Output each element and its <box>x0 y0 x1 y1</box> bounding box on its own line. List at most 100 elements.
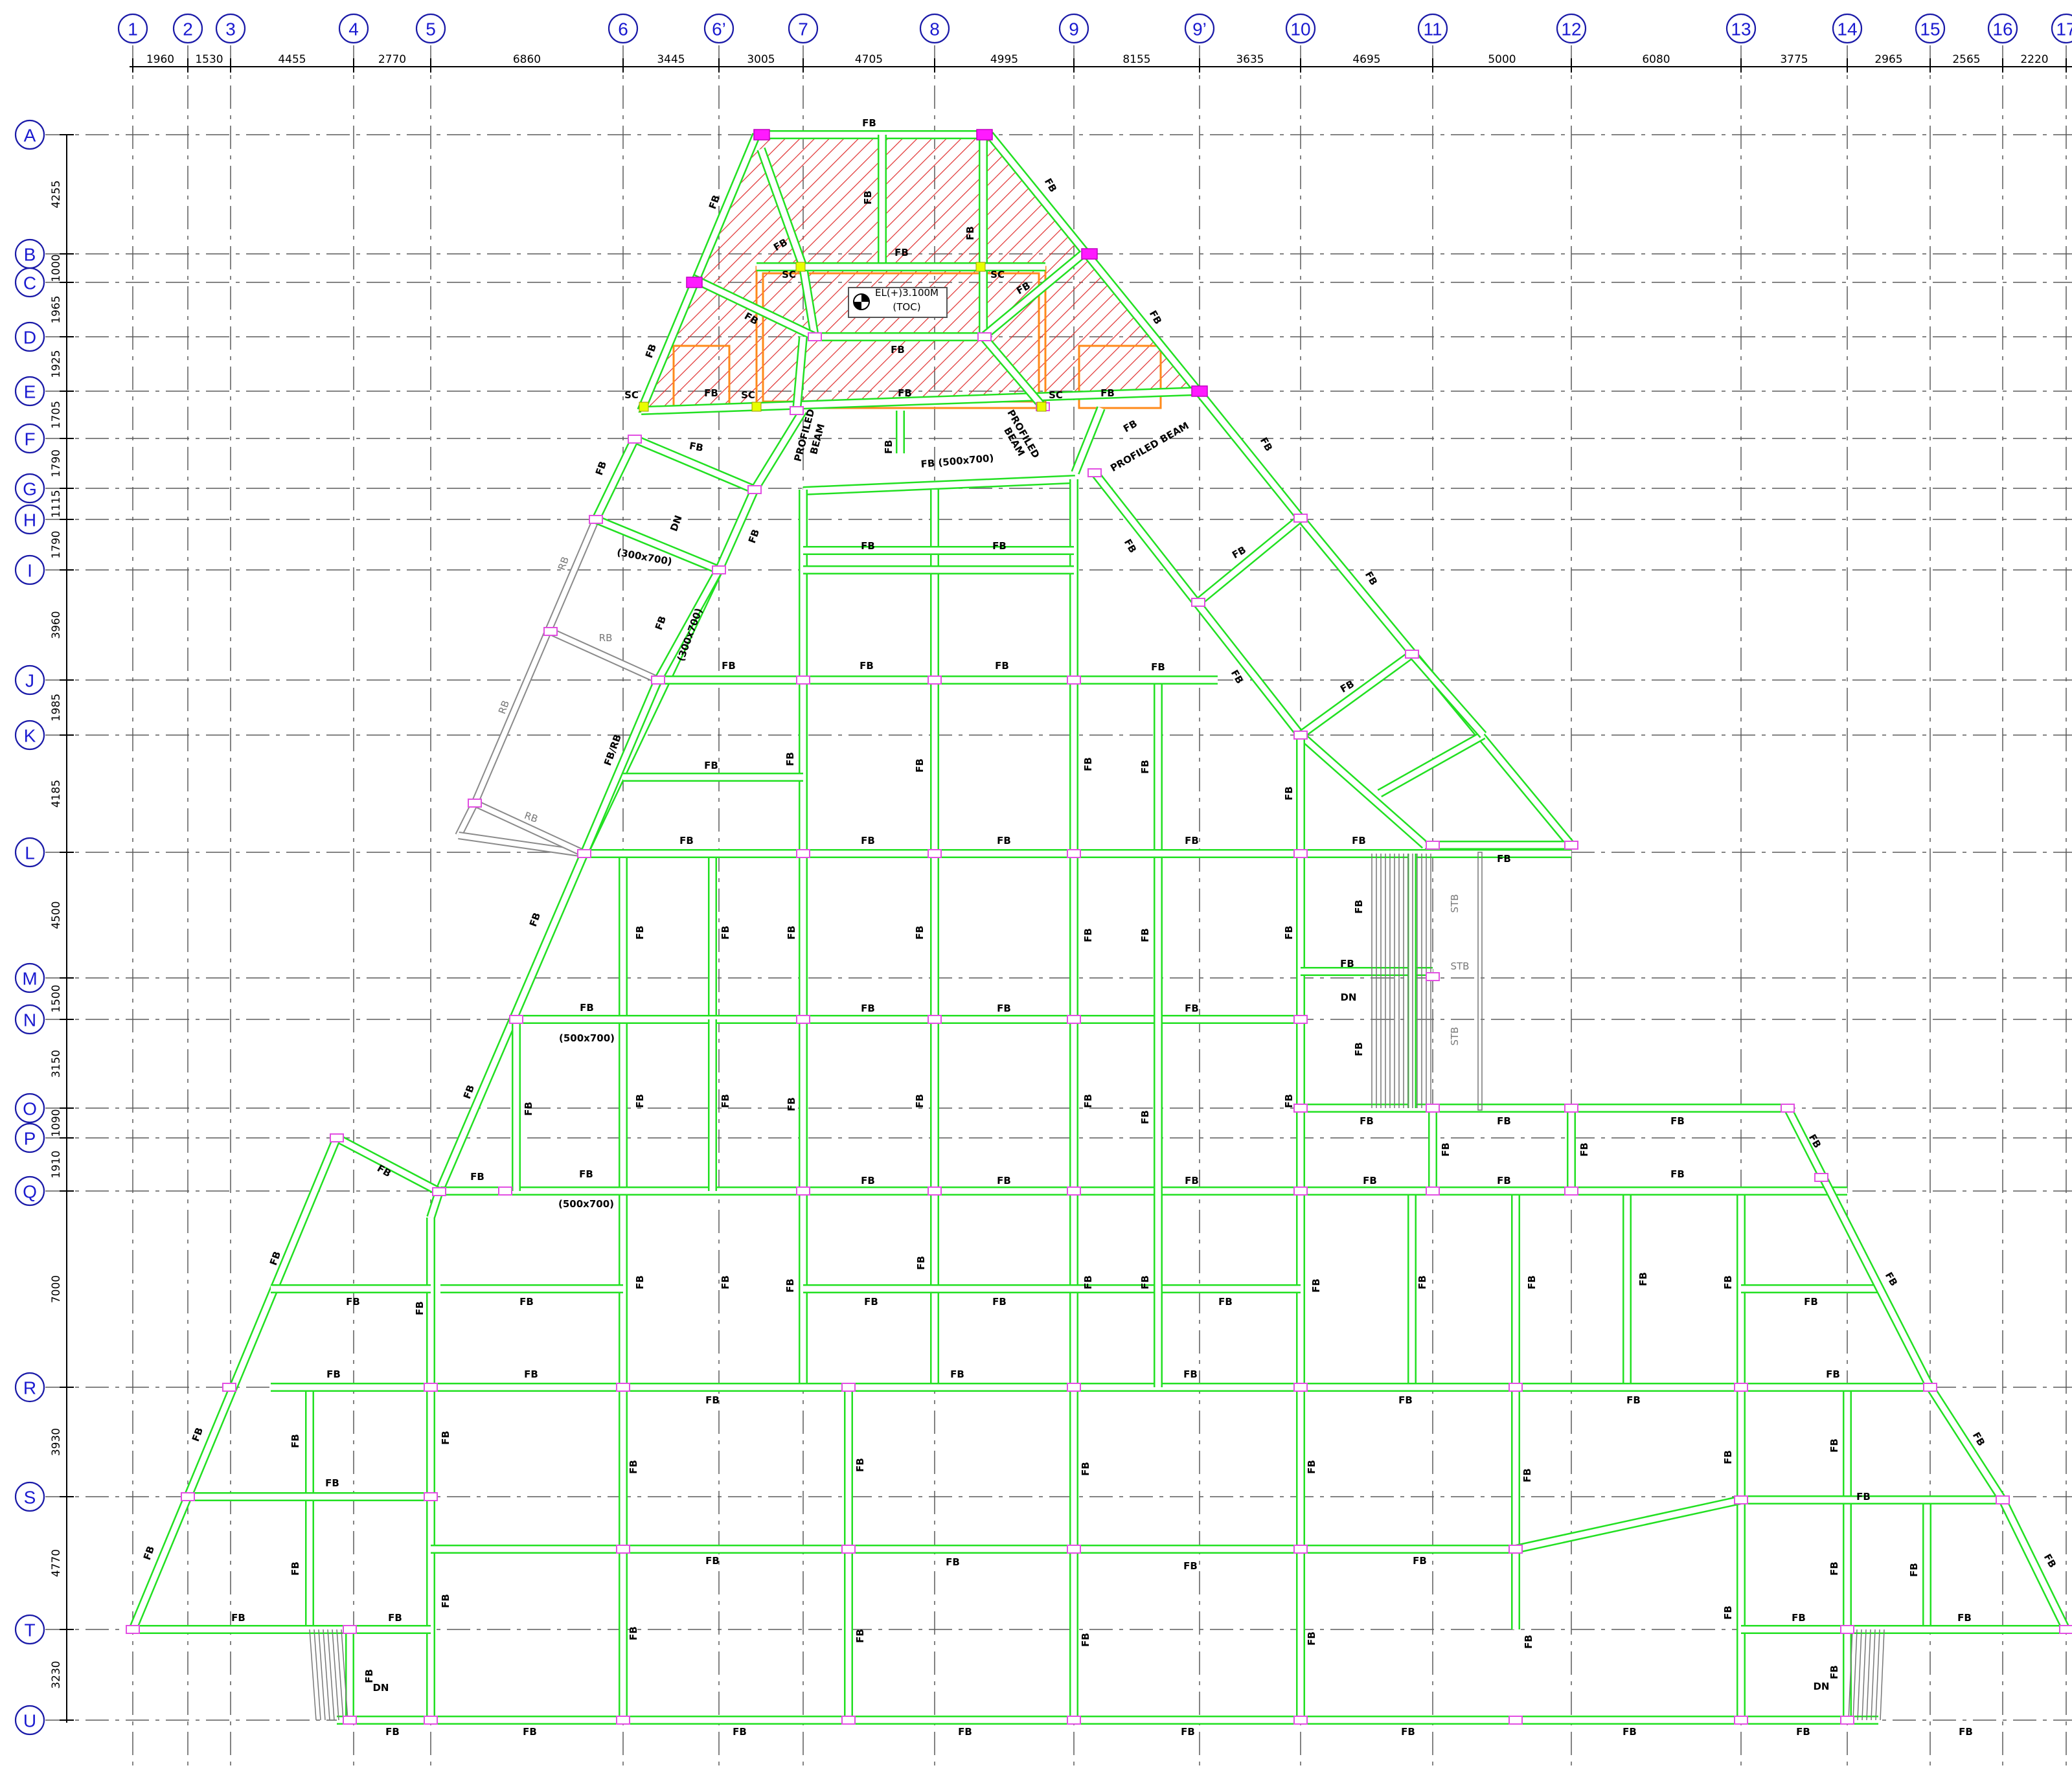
fb-label: FB <box>720 1275 731 1289</box>
stair-tread <box>327 1629 335 1721</box>
steel-column <box>795 262 806 272</box>
fb-label: FB <box>862 190 874 205</box>
grid-bubble-label: 12 <box>1561 19 1581 40</box>
grid-bubble-label: 16 <box>1992 19 2012 40</box>
grid-bubble-row-G: G <box>14 473 45 504</box>
fb-label: FB <box>704 387 718 399</box>
stb-label: STB <box>1449 894 1461 913</box>
stair-tread <box>1848 1629 1853 1721</box>
steel-column <box>751 402 762 412</box>
column <box>651 675 665 685</box>
column <box>1734 1383 1748 1392</box>
column <box>1405 650 1419 659</box>
fb-label: FB <box>1183 1368 1198 1380</box>
fb-label: FB <box>1147 308 1164 326</box>
column <box>796 1015 810 1024</box>
fb-label: FB <box>1398 1394 1413 1406</box>
column-spacing: 4705 <box>855 53 883 66</box>
fb-label: FB <box>1722 1450 1734 1464</box>
grid-bubble-row-R: R <box>14 1372 45 1403</box>
fb-label: FB <box>1804 1296 1818 1308</box>
fb-label: FB <box>784 752 796 766</box>
column <box>1293 1383 1308 1392</box>
fb-label: FB <box>1080 1633 1091 1647</box>
grid-bubble-row-J: J <box>14 664 45 696</box>
column <box>1564 841 1578 850</box>
column <box>1814 1173 1828 1182</box>
column <box>1426 972 1440 981</box>
sc-label: SC <box>990 269 1005 280</box>
fb-label: FB <box>946 1556 960 1568</box>
fb-label: FB <box>643 343 659 360</box>
column <box>747 485 762 494</box>
grid-bubble-label: U <box>23 1711 36 1731</box>
fb-label: FB <box>786 925 797 940</box>
column-spacing: 8155 <box>1122 53 1150 66</box>
column <box>928 1186 942 1196</box>
grid-bubble-label: 13 <box>1731 19 1751 40</box>
fb-beam-core <box>633 436 756 493</box>
elevation-marker: EL(+)3.100M (TOC) <box>848 287 948 318</box>
rb-beam-core <box>458 833 585 856</box>
sc-label: SC <box>1049 389 1063 401</box>
grid-bubble-col-16: 16 <box>1987 13 2018 44</box>
row-spacing: 7000 <box>50 1275 63 1303</box>
fb-label: FB <box>1082 1094 1094 1108</box>
grid-bubble-col-15: 15 <box>1915 13 1946 44</box>
column <box>343 1625 357 1634</box>
fb-label: FB <box>593 460 609 477</box>
grid-bubble-row-O: O <box>14 1093 45 1124</box>
highlighted-column <box>753 129 770 141</box>
column <box>808 332 822 341</box>
stair-tread <box>1875 1629 1880 1721</box>
fb-label: FB <box>363 1669 375 1683</box>
fb-label: FB <box>1082 757 1094 771</box>
fb-label: FB <box>720 925 731 940</box>
column-spacing: 3775 <box>1780 53 1808 66</box>
highlighted-column <box>976 129 993 141</box>
fb-label: FB <box>653 615 668 632</box>
column <box>928 675 942 685</box>
fb-label: FB <box>997 835 1011 846</box>
row-spacing: 1790 <box>50 530 63 558</box>
highlighted-column <box>1081 248 1098 260</box>
elevation-subtext: (TOC) <box>893 301 920 313</box>
fb-label: FB <box>784 1278 796 1293</box>
fb-label: FB <box>997 1175 1011 1186</box>
row-spacing: 1090 <box>50 1109 63 1137</box>
fb-beam-core <box>1409 652 1486 737</box>
fb-label: FB <box>1283 786 1295 800</box>
grid-bubble-row-N: N <box>14 1004 45 1035</box>
fb-label: FB <box>992 540 1007 552</box>
grid-bubble-col-6’: 6’ <box>703 13 734 44</box>
sc-label: SC <box>741 389 755 401</box>
grid-bubble-label: R <box>23 1378 36 1398</box>
column-spacing: 2220 <box>2020 53 2048 66</box>
fb-label: FB <box>1283 925 1295 940</box>
rb-label: RB <box>556 555 571 572</box>
grid-bubble-label: 9’ <box>1192 19 1207 40</box>
fb-label: FB <box>1352 835 1366 846</box>
highlighted-column <box>686 277 703 288</box>
column <box>928 849 942 858</box>
column <box>928 1015 942 1024</box>
grid-bubble-label: 6’ <box>712 19 726 40</box>
grid-bubble-col-2: 2 <box>172 13 203 44</box>
fb-beam-core <box>1196 389 1303 520</box>
dn-label: DN <box>668 514 684 533</box>
column <box>1087 468 1102 477</box>
stair-tread <box>313 1629 321 1721</box>
column-spacing: 6080 <box>1642 53 1670 66</box>
grid-bubble-col-4: 4 <box>338 13 369 44</box>
column <box>1293 1104 1308 1113</box>
column <box>1293 1186 1308 1196</box>
grid-bubble-col-13: 13 <box>1725 13 1757 44</box>
fb-label: FB <box>523 1102 534 1116</box>
fb-label: FB <box>1670 1168 1685 1180</box>
fb-label: FB <box>1139 1275 1151 1289</box>
grid-bubble-label: C <box>23 273 36 293</box>
fb-label: FB <box>1883 1270 1900 1288</box>
grid-bubble-row-I: I <box>14 554 45 585</box>
fb-label: FB <box>346 1296 360 1308</box>
